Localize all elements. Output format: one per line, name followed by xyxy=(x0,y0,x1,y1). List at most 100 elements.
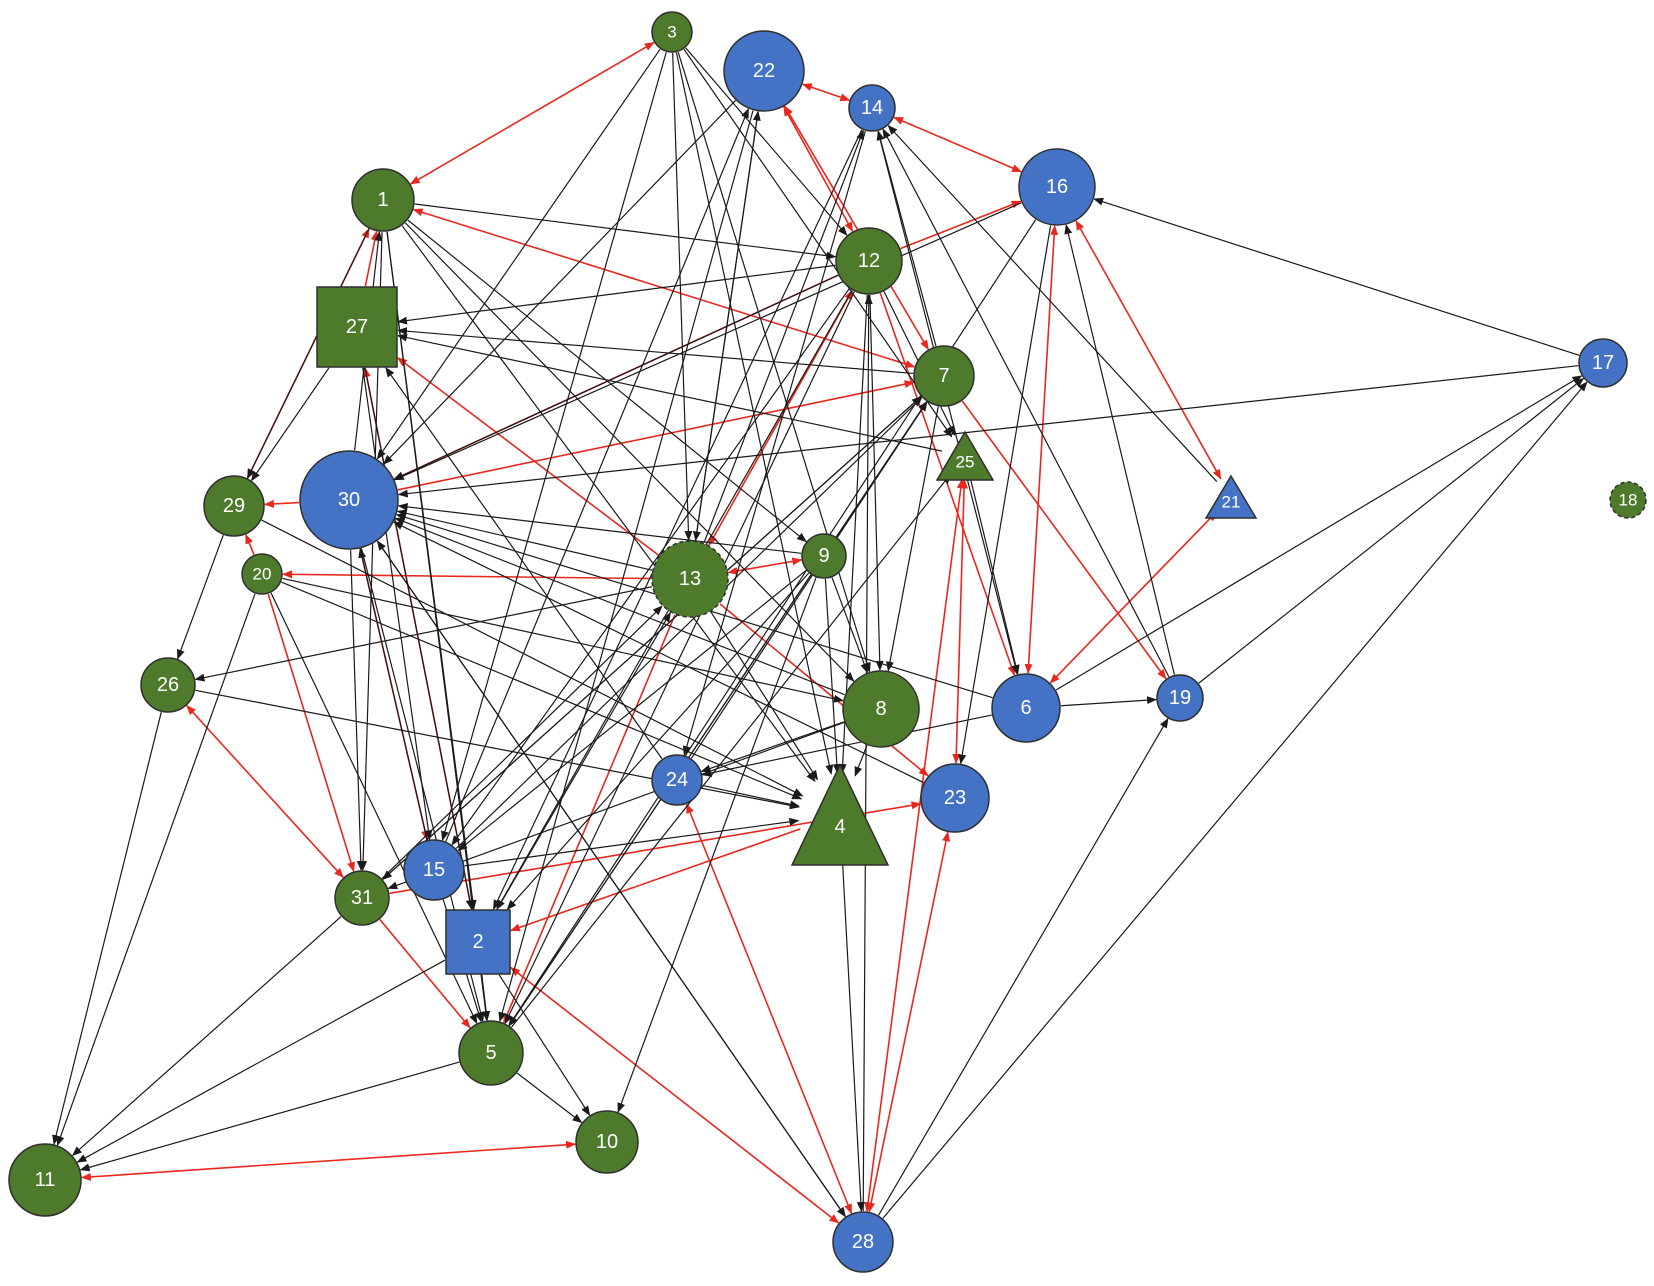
node-11-label: 11 xyxy=(35,1169,56,1191)
edge-14-to-2-black xyxy=(493,129,863,911)
edge-9-to-4-black xyxy=(824,578,841,775)
node-24[interactable]: 24 xyxy=(651,754,703,806)
edge-1-to-29-black xyxy=(247,228,370,480)
edge-3-to-12-black xyxy=(685,47,848,236)
node-25-label: 25 xyxy=(956,452,975,471)
node-30[interactable]: 30 xyxy=(299,450,399,550)
node-3-label: 3 xyxy=(667,23,676,42)
node-29-shape xyxy=(203,475,265,537)
edge-13-to-14-black xyxy=(703,129,864,543)
node-11[interactable]: 11 xyxy=(8,1143,82,1217)
edge-30-to-29-red xyxy=(263,499,300,508)
node-20[interactable]: 20 xyxy=(241,553,283,595)
node-25-shape xyxy=(935,430,995,481)
edge-20-to-4-black xyxy=(281,581,803,800)
edge-31-to-26-red xyxy=(186,704,344,879)
node-18[interactable]: 18 xyxy=(1609,481,1647,519)
edge-28-to-19-black xyxy=(878,717,1169,1216)
node-1-shape xyxy=(351,168,415,232)
edge-8-to-30-black xyxy=(394,517,845,696)
node-4[interactable]: 4 xyxy=(790,763,890,866)
node-3[interactable]: 3 xyxy=(651,11,693,53)
node-29[interactable]: 29 xyxy=(203,475,265,537)
node-15[interactable]: 15 xyxy=(403,839,465,901)
node-12[interactable]: 12 xyxy=(835,227,903,295)
node-27[interactable]: 27 xyxy=(316,286,398,368)
edge-5-to-25-black xyxy=(511,473,951,1028)
node-23[interactable]: 23 xyxy=(920,763,990,833)
node-9[interactable]: 9 xyxy=(801,533,847,579)
node-31-shape xyxy=(334,870,390,926)
edge-27-to-29-black xyxy=(250,367,330,482)
edge-14-to-16-red xyxy=(893,116,1023,173)
edge-20-to-5-black xyxy=(270,592,478,1025)
node-2[interactable]: 2 xyxy=(445,909,511,975)
node-17[interactable]: 17 xyxy=(1578,338,1628,388)
edge-1-to-8-black xyxy=(404,222,855,682)
edge-2-to-13-black xyxy=(496,611,671,910)
node-10[interactable]: 10 xyxy=(575,1110,639,1174)
node-15-shape xyxy=(403,839,465,901)
node-22[interactable]: 22 xyxy=(723,30,805,112)
node-14[interactable]: 14 xyxy=(848,84,896,132)
edge-13-to-27-red xyxy=(396,357,660,557)
node-21-label: 21 xyxy=(1222,493,1241,512)
edge-19-to-16-black xyxy=(1064,223,1175,675)
node-7-label: 7 xyxy=(938,365,949,387)
node-19[interactable]: 19 xyxy=(1156,674,1204,722)
edge-12-to-8-black xyxy=(869,294,884,672)
node-26[interactable]: 26 xyxy=(140,657,196,713)
node-23-label: 23 xyxy=(944,787,966,809)
node-1[interactable]: 1 xyxy=(351,168,415,232)
edge-5-to-7-black xyxy=(508,400,928,1026)
node-20-shape xyxy=(241,553,283,595)
edge-3-to-1-red xyxy=(409,41,655,185)
edge-2-to-11-black xyxy=(76,959,446,1163)
edge-27-to-1-red xyxy=(364,230,379,287)
node-5[interactable]: 5 xyxy=(458,1020,524,1086)
edges-layer xyxy=(52,41,1588,1224)
edge-13-to-20-red xyxy=(281,570,652,580)
edge-16-to-30-black xyxy=(393,202,1022,481)
node-31[interactable]: 31 xyxy=(334,870,390,926)
node-6[interactable]: 6 xyxy=(991,673,1061,743)
edge-5-to-10-black xyxy=(516,1072,583,1124)
edge-17-to-30-black xyxy=(397,365,1579,498)
edge-29-to-4-black xyxy=(261,519,804,797)
edge-26-to-11-black xyxy=(52,712,162,1146)
node-1-label: 1 xyxy=(377,189,388,211)
node-13[interactable]: 13 xyxy=(651,540,729,618)
edge-31-to-11-black xyxy=(71,916,342,1157)
edge-12-to-16-red xyxy=(900,200,1022,250)
node-2-label: 2 xyxy=(472,931,483,953)
edge-3-to-25-black xyxy=(683,48,953,438)
edge-12-to-13-red xyxy=(708,289,854,546)
edge-23-to-28-red xyxy=(867,831,950,1213)
node-8-label: 8 xyxy=(875,698,886,720)
edge-31-to-13-black xyxy=(381,605,663,879)
node-4-shape xyxy=(790,763,890,866)
edge-19-to-14-black xyxy=(882,128,1170,678)
edge-20-to-8-black xyxy=(282,577,844,703)
node-9-label: 9 xyxy=(818,545,829,567)
edge-13-to-30-black xyxy=(396,509,653,571)
node-25[interactable]: 25 xyxy=(935,430,995,481)
node-28[interactable]: 28 xyxy=(832,1211,894,1273)
node-7-shape xyxy=(913,345,975,407)
nodes-layer: 1234567891011121314151617181920212223242… xyxy=(8,11,1647,1273)
edge-2-to-5-black xyxy=(481,974,491,1022)
node-16[interactable]: 16 xyxy=(1018,148,1096,226)
edge-13-to-9-red xyxy=(727,557,803,575)
edge-12-to-5-black xyxy=(504,291,855,1025)
node-21[interactable]: 21 xyxy=(1204,474,1258,519)
node-7[interactable]: 7 xyxy=(913,345,975,407)
node-16-label: 16 xyxy=(1046,176,1068,198)
edge-8-to-4-black xyxy=(854,745,868,777)
node-19-label: 19 xyxy=(1169,687,1191,709)
node-8[interactable]: 8 xyxy=(842,670,920,748)
edge-13-to-26-black xyxy=(194,586,652,682)
node-21-shape xyxy=(1204,474,1258,519)
edge-7-to-14-black xyxy=(876,130,937,347)
edge-8-to-24-black xyxy=(700,721,845,773)
